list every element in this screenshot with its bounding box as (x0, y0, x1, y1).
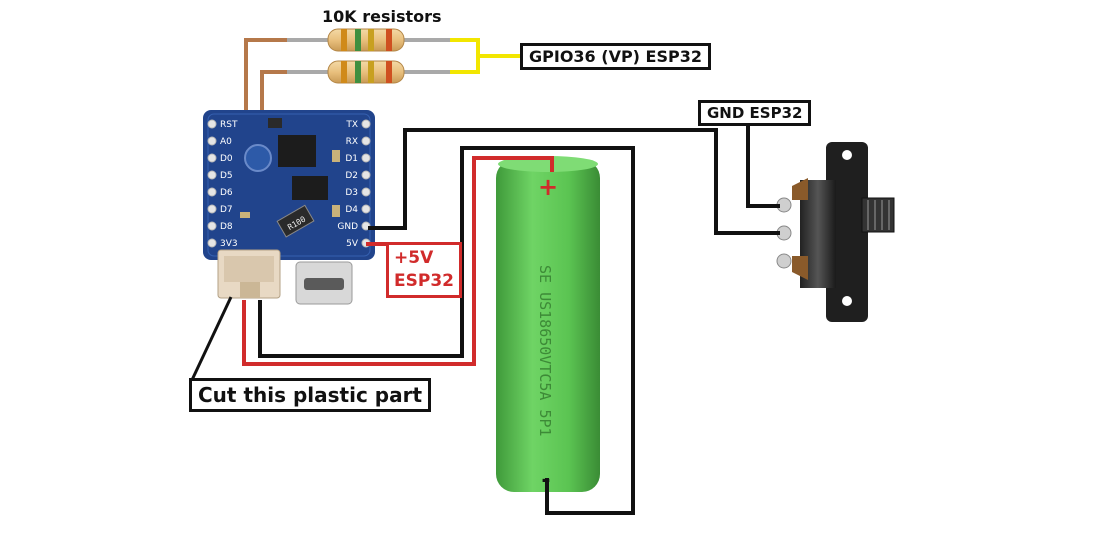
gnd-label: GND ESP32 (698, 100, 812, 126)
plus5v-label-line1: +5V (394, 248, 434, 268)
wire-gnd-switch (368, 128, 780, 235)
wire-battery-positive (242, 156, 554, 366)
pin-label-tx: TX (345, 120, 358, 130)
plus5v-label-line2: ESP32 (394, 271, 454, 291)
battery-18650: SE US18650VTC5A 5P1 (496, 156, 600, 492)
resistors-label: 10K resistors (322, 7, 442, 26)
esp32-board: R100 RST A0 D0 D5 D6 D7 D8 3V3 TX RX D1 … (203, 110, 375, 260)
resistor-bottom (285, 60, 450, 84)
battery-print: SE US18650VTC5A 5P1 (536, 265, 554, 437)
usb-connector (295, 261, 353, 305)
pin-label-d7: D7 (220, 205, 233, 215)
pin-label-d3: D3 (345, 188, 358, 198)
gpio-label: GPIO36 (VP) ESP32 (520, 43, 711, 70)
pin-label-d5: D5 (220, 171, 233, 181)
wire-battery-negative (258, 146, 635, 515)
wire-gnd-label-leader (746, 126, 780, 208)
resistor-top (285, 28, 450, 52)
pin-label-d0: D0 (220, 154, 233, 164)
battery-connector (217, 249, 281, 299)
pin-label-gnd: GND (337, 222, 358, 232)
pin-label-rst: RST (220, 120, 238, 130)
pin-label-d8: D8 (220, 222, 233, 232)
pin-label-d1: D1 (345, 154, 358, 164)
battery-plus-sign: + (538, 173, 558, 201)
pin-label-a0: A0 (220, 137, 232, 147)
plus5v-label: +5V ESP32 (386, 242, 462, 298)
pin-label-5v: 5V (346, 239, 359, 249)
cut-pointer-line (190, 296, 233, 381)
pin-label-rx: RX (346, 137, 358, 147)
slide-switch (776, 142, 895, 322)
pin-label-d4: D4 (345, 205, 358, 215)
pin-label-d6: D6 (220, 188, 233, 198)
cut-label: Cut this plastic part (189, 378, 432, 412)
wire-yellow-gpio (450, 38, 480, 74)
pin-label-d2: D2 (345, 171, 358, 181)
pin-label-3v3: 3V3 (220, 239, 238, 249)
